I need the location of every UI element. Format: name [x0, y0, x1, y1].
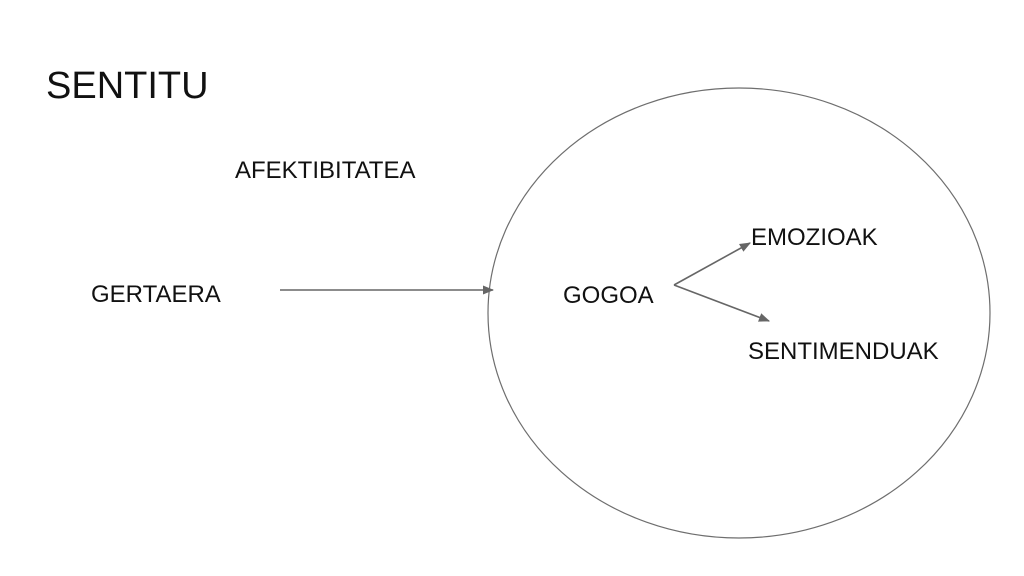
afektibitatea-label: AFEKTIBITATEA	[235, 157, 416, 184]
slide-title: SENTITU	[46, 65, 209, 107]
sentimenduak-label: SENTIMENDUAK	[748, 338, 939, 365]
gogoa-to-sentimenduak-arrow	[673, 284, 771, 322]
gogoa-circle	[487, 87, 991, 539]
gertaera-label: GERTAERA	[91, 281, 221, 308]
gogoa-to-emozioak-arrow	[673, 242, 751, 286]
gogoa-label: GOGOA	[563, 282, 654, 309]
emozioak-label: EMOZIOAK	[751, 224, 878, 251]
